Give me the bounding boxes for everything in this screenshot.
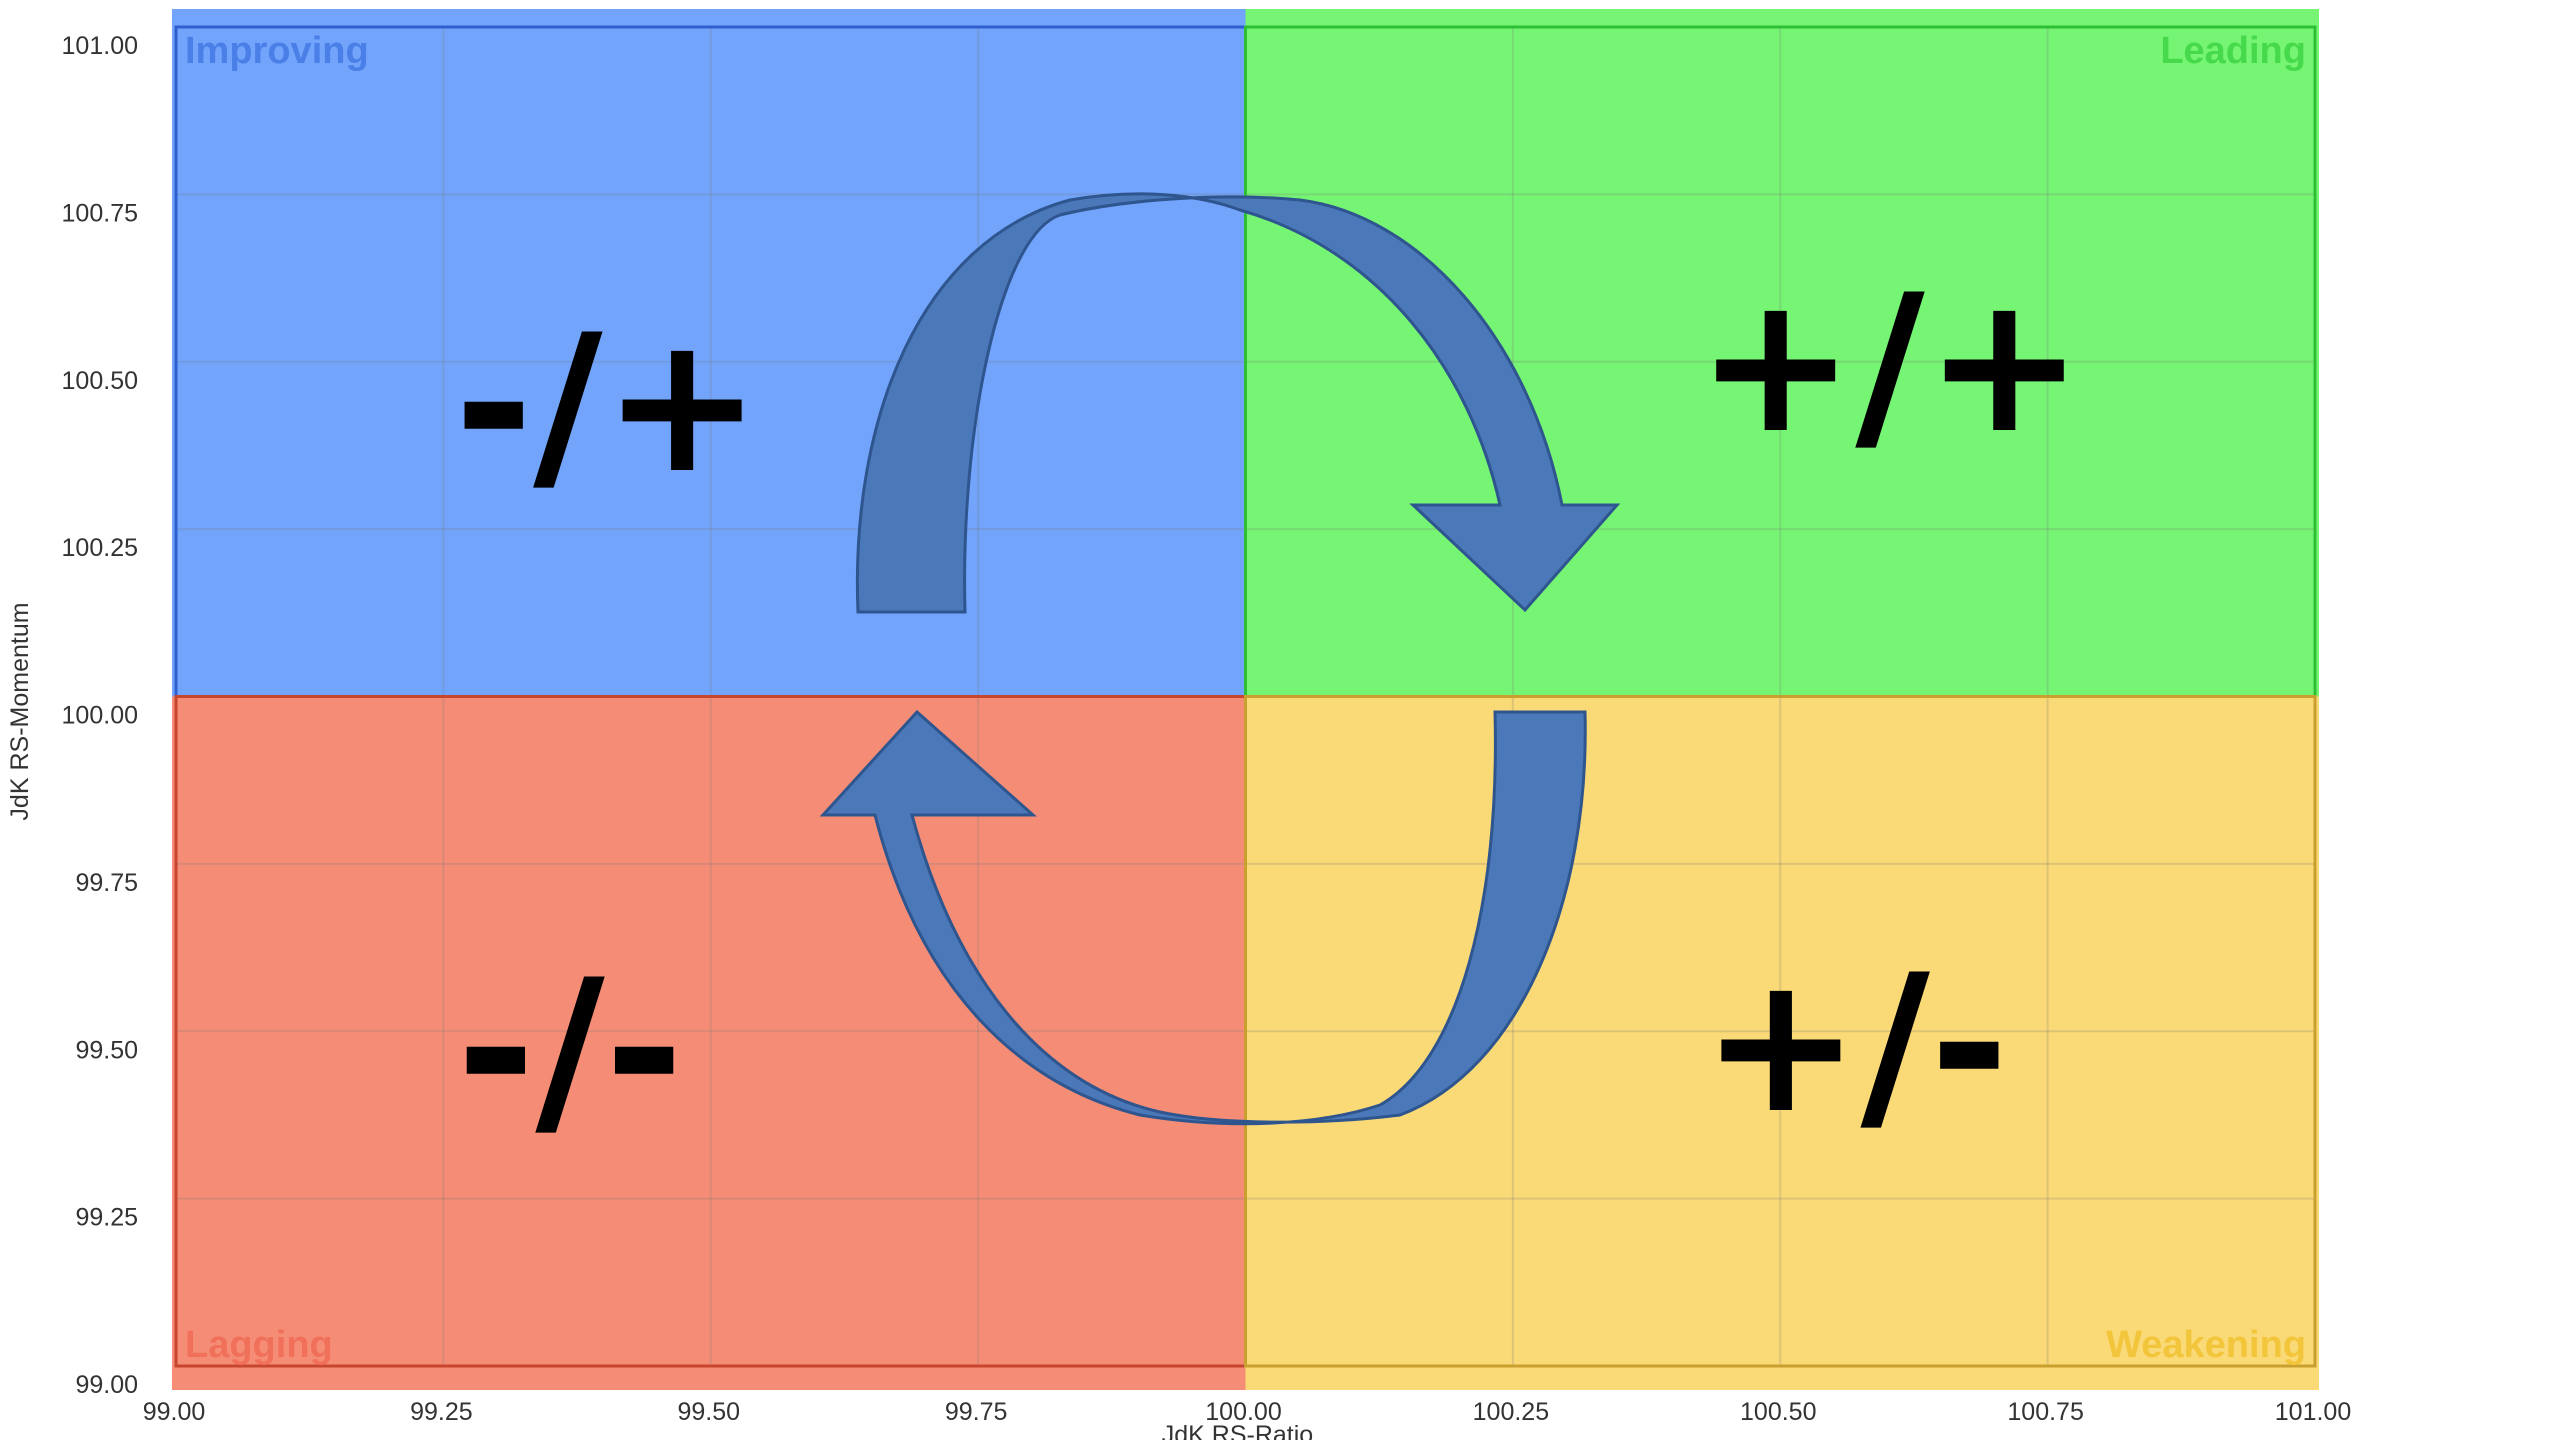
quadrant-leading	[1245, 9, 2319, 697]
quadrant-label-leading: Leading	[2160, 30, 2306, 72]
y-tick-label: 100.50	[62, 367, 138, 395]
y-tick-label: 99.00	[75, 1371, 138, 1399]
y-tick-label: 99.75	[75, 869, 138, 897]
y-tick-label: 100.25	[62, 534, 138, 562]
quadrant-weakening	[1245, 696, 2319, 1390]
y-tick-label: 100.75	[62, 199, 138, 227]
quadrant-sign-weakening: +/-	[1701, 934, 2008, 1155]
lower-rotation-arrow	[819, 709, 1587, 1126]
x-tick-label: 99.50	[677, 1398, 740, 1426]
x-tick-label: 100.00	[1205, 1398, 1281, 1426]
y-axis-title: JdK RS-Momentum	[6, 602, 34, 820]
x-tick-label: 99.75	[945, 1398, 1008, 1426]
y-tick-label: 99.50	[75, 1036, 138, 1064]
y-tick-label: 100.00	[62, 702, 138, 730]
x-tick-label: 99.00	[143, 1398, 206, 1426]
quadrant-lagging	[172, 696, 1246, 1390]
upper-rotation-arrow	[855, 192, 1621, 614]
quadrant-sign-lagging: -/-	[456, 939, 683, 1160]
x-axis-title: JdK RS-Ratio	[1162, 1421, 1313, 1440]
x-tick-label: 99.25	[410, 1398, 473, 1426]
quadrant-improving	[172, 9, 1246, 697]
y-tick-label: 99.25	[75, 1204, 138, 1232]
quadrant-sign-improving: -/+	[454, 294, 761, 515]
y-tick-label: 101.00	[62, 32, 138, 60]
quadrant-label-weakening: Weakening	[2106, 1324, 2306, 1366]
quadrant-border	[1244, 695, 2317, 1368]
x-tick-label: 100.50	[1740, 1398, 1816, 1426]
quadrant-sign-leading: +/+	[1696, 254, 2084, 475]
x-tick-label: 100.75	[2007, 1398, 2083, 1426]
x-tick-label: 100.25	[1473, 1398, 1549, 1426]
x-tick-label: 101.00	[2275, 1398, 2351, 1426]
quadrant-label-lagging: Lagging	[185, 1324, 333, 1366]
quadrant-label-improving: Improving	[185, 30, 369, 72]
